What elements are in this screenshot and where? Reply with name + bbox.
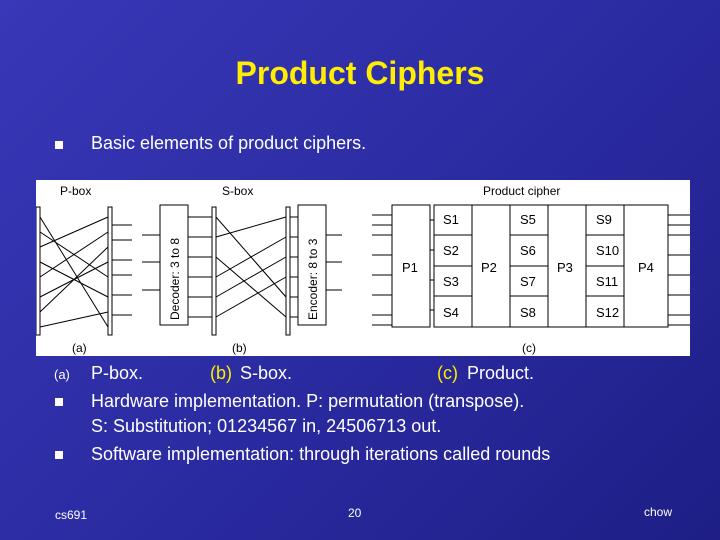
s8-label: S8 <box>520 305 536 320</box>
product-cipher-figure: P-box S-box Product cipher <box>36 180 690 356</box>
s12-label: S12 <box>596 305 619 320</box>
s11-label: S11 <box>596 274 618 289</box>
caption-c-label: (c) <box>437 363 458 383</box>
bullet-square-icon <box>55 141 63 149</box>
sub-a-label: (a) <box>72 341 87 355</box>
decoder-label: Decoder: 3 to 8 <box>168 238 182 320</box>
caption-a-text: P-box. <box>91 363 144 383</box>
s7-label: S7 <box>520 274 536 289</box>
p3-label: P3 <box>557 260 573 275</box>
sub-b-label: (b) <box>232 341 247 355</box>
s10-label: S10 <box>596 243 619 258</box>
s2-label: S2 <box>443 243 459 258</box>
sbox-diagram <box>142 204 342 336</box>
caption-b-label: (b) <box>210 363 232 383</box>
slide-title: Product Ciphers <box>235 55 485 91</box>
s9-label: S9 <box>596 212 612 227</box>
bullet-software: Software implementation: through iterati… <box>91 444 551 464</box>
encoder-label: Encoder: 8 to 3 <box>306 238 320 320</box>
p1-label: P1 <box>402 260 418 275</box>
s5-label: S5 <box>520 212 536 227</box>
bullet-substitution: S: Substitution; 01234567 in, 24506713 o… <box>91 416 442 436</box>
product-cipher-diagram: P-box S-box Product cipher <box>36 184 690 355</box>
footer-right: chow <box>644 505 673 519</box>
caption-c-text: Product. <box>467 363 535 383</box>
pbox-label: P-box <box>60 184 91 198</box>
s1-label: S1 <box>443 212 459 227</box>
p4-label: P4 <box>638 260 654 275</box>
product-cipher-network <box>372 204 690 328</box>
s3-label: S3 <box>443 274 459 289</box>
footer-page-number: 20 <box>348 506 362 520</box>
s6-label: S6 <box>520 243 536 258</box>
bullet-square-icon <box>55 451 63 459</box>
bullet-square-icon <box>55 398 63 406</box>
caption-b-text: S-box. <box>240 363 293 383</box>
sub-c-label: (c) <box>522 341 536 355</box>
sbox-label: S-box <box>222 184 253 198</box>
caption-marker: (a) <box>54 367 70 382</box>
pbox-diagram <box>36 206 132 336</box>
p2-label: P2 <box>481 260 497 275</box>
s4-label: S4 <box>443 305 459 320</box>
product-cipher-label: Product cipher <box>483 184 560 198</box>
intro-bullet-text: Basic elements of product ciphers. <box>91 133 367 153</box>
bullet-hardware: Hardware implementation. P: permutation … <box>91 391 525 411</box>
footer-left: cs691 <box>55 508 88 522</box>
